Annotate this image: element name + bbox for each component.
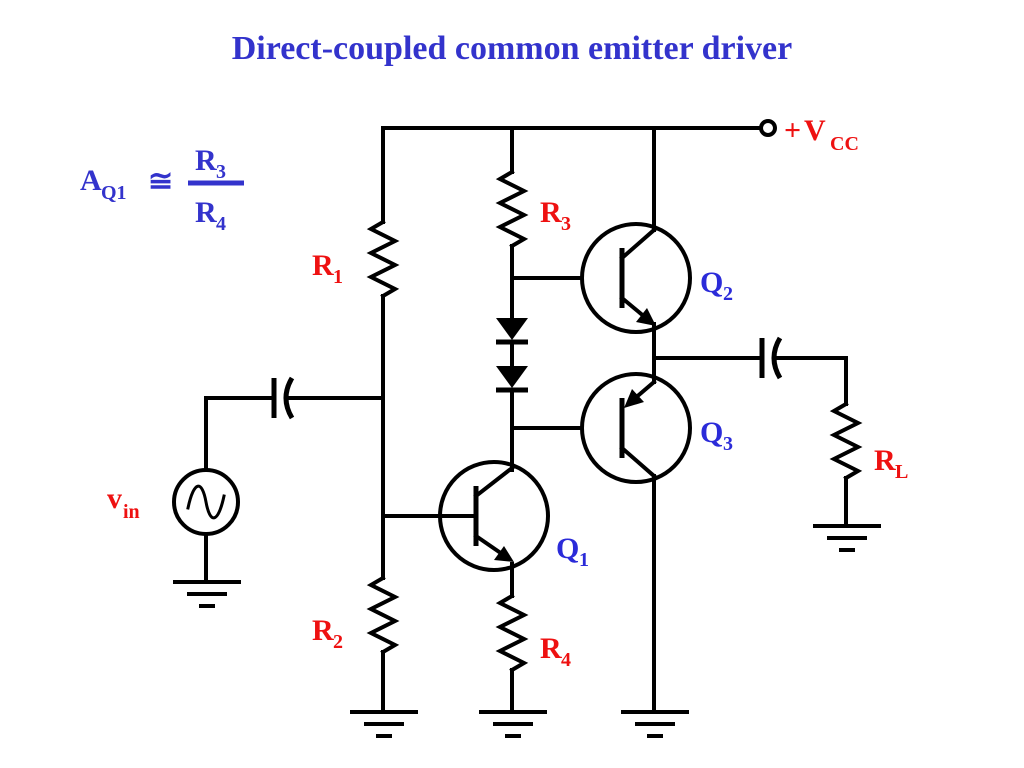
transistor-q3: Q 3 bbox=[580, 372, 733, 714]
label-vin-sub: in bbox=[123, 501, 140, 523]
formula-approx: ≅ bbox=[148, 165, 173, 198]
middle-branch: R 3 R 4 bbox=[495, 126, 582, 714]
q3-emitter-arrow-icon bbox=[624, 389, 644, 408]
label-r2-main: R bbox=[312, 614, 334, 647]
sine-wave-icon bbox=[186, 484, 226, 520]
output-capacitor-plate-b bbox=[771, 336, 783, 380]
output-stage: R L bbox=[652, 336, 908, 528]
label-r4-main: R bbox=[540, 632, 562, 665]
formula-den-main: R bbox=[195, 196, 217, 229]
gain-formula: A Q1 ≅ R 3 R 4 bbox=[80, 144, 244, 235]
label-q2-main: Q bbox=[700, 266, 723, 299]
ground-rl-icon bbox=[813, 524, 881, 552]
supply-main: V bbox=[804, 114, 826, 147]
formula-num-sub: 3 bbox=[216, 161, 226, 183]
supply-rail: + V CC bbox=[381, 114, 859, 155]
input-stage: v in bbox=[107, 376, 385, 584]
supply-sub: CC bbox=[830, 133, 859, 155]
label-q1-main: Q bbox=[556, 532, 579, 565]
label-q3-sub: 3 bbox=[723, 433, 733, 455]
q1-emitter-arrow-icon bbox=[494, 546, 514, 562]
q2-emitter-arrow-icon bbox=[636, 308, 656, 326]
resistor-rl bbox=[829, 401, 863, 481]
ground-source-icon bbox=[173, 580, 241, 608]
supply-sign: + bbox=[784, 114, 801, 147]
transistor-q2: Q 2 bbox=[580, 126, 733, 334]
diode-2-icon bbox=[496, 366, 528, 388]
supply-terminal bbox=[759, 119, 777, 137]
label-rl-sub: L bbox=[895, 461, 908, 483]
formula-num-main: R bbox=[195, 144, 217, 177]
label-q3-main: Q bbox=[700, 416, 723, 449]
label-rl-main: R bbox=[874, 444, 896, 477]
ground-r4-icon bbox=[479, 710, 547, 738]
formula-lhs-main: A bbox=[80, 164, 102, 197]
label-r2-sub: 2 bbox=[333, 631, 343, 653]
resistor-r4 bbox=[495, 593, 529, 673]
label-r3-main: R bbox=[540, 196, 562, 229]
label-r1-sub: 1 bbox=[333, 266, 343, 288]
label-q2-sub: 2 bbox=[723, 283, 733, 305]
label-vin-main: v bbox=[107, 482, 122, 515]
formula-den-sub: 4 bbox=[216, 213, 226, 235]
ground-r2-icon bbox=[350, 710, 418, 738]
input-capacitor-plate-b bbox=[283, 376, 295, 420]
label-r3-sub: 3 bbox=[561, 213, 571, 235]
formula-lhs-sub: Q1 bbox=[101, 182, 127, 204]
bias-divider: R 1 R 2 bbox=[312, 126, 400, 714]
resistor-r3 bbox=[495, 169, 529, 249]
resistor-r1 bbox=[366, 219, 400, 299]
label-q1-sub: 1 bbox=[579, 549, 589, 571]
ground-q3-icon bbox=[621, 710, 689, 738]
label-r4-sub: 4 bbox=[561, 649, 571, 671]
slide-title: Direct-coupled common emitter driver bbox=[231, 30, 793, 67]
diode-1-icon bbox=[496, 318, 528, 340]
transistor-q1: Q 1 bbox=[381, 460, 589, 572]
label-r1-main: R bbox=[312, 249, 334, 282]
resistor-r2 bbox=[366, 575, 400, 655]
